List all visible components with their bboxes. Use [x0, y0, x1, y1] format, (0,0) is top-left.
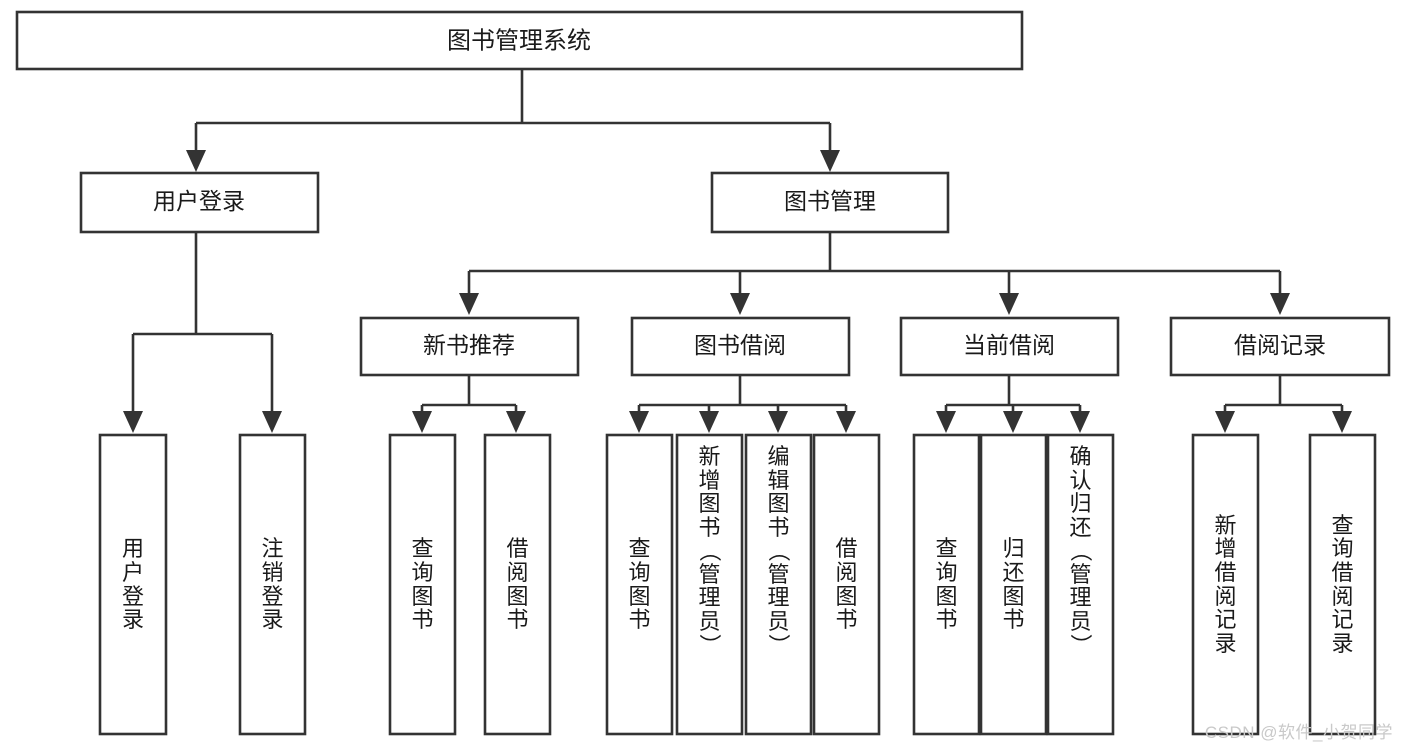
- leaf-logout-login[interactable]: [238, 433, 307, 736]
- node-book-management-label: 图书管理: [784, 188, 876, 214]
- node-new-book-recommend-label: 新书推荐: [423, 332, 515, 358]
- leaf-edit-book-admin[interactable]: [744, 433, 813, 736]
- leaf-return-book[interactable]: [979, 433, 1048, 736]
- node-user-login-label: 用户登录: [153, 188, 245, 214]
- node-book-borrow-label: 图书借阅: [694, 332, 786, 358]
- node-new-book-recommend[interactable]: [359, 316, 580, 377]
- node-book-management[interactable]: [710, 171, 950, 234]
- connector-root-to-level2: [194, 69, 832, 154]
- node-borrow-record-label: 借阅记录: [1234, 332, 1326, 358]
- connector-user-login-to-leaves: [123, 232, 282, 433]
- arrow-to-user-login: [186, 150, 206, 172]
- node-user-login[interactable]: [79, 171, 320, 234]
- connector-book-borrow-to-leaves: [629, 375, 856, 433]
- leaf-query-book-current[interactable]: [912, 433, 981, 736]
- connector-book-management-to-level3: [459, 232, 1290, 315]
- node-root[interactable]: [15, 10, 1024, 71]
- leaf-add-book-admin[interactable]: [675, 433, 744, 736]
- node-current-borrow-label: 当前借阅: [963, 332, 1055, 358]
- node-current-borrow[interactable]: [899, 316, 1120, 377]
- arrow-to-book-management: [820, 150, 840, 172]
- leaf-query-book-borrow[interactable]: [605, 433, 674, 736]
- node-book-borrow[interactable]: [630, 316, 851, 377]
- connector-new-book-to-leaves: [412, 375, 526, 433]
- node-root-label: 图书管理系统: [447, 27, 591, 54]
- leaf-borrow-book-borrow[interactable]: [812, 433, 881, 736]
- node-borrow-record[interactable]: [1169, 316, 1391, 377]
- connector-borrow-record-to-leaves: [1215, 375, 1352, 433]
- leaf-query-book-new[interactable]: [388, 433, 457, 736]
- leaf-user-login[interactable]: [98, 433, 168, 736]
- connector-current-borrow-to-leaves: [936, 375, 1090, 433]
- leaf-query-borrow-record[interactable]: [1308, 433, 1377, 736]
- watermark: CSDN @软件_小贺同学: [1204, 723, 1393, 742]
- leaf-confirm-return-admin[interactable]: [1046, 433, 1115, 736]
- leaf-borrow-book-new[interactable]: [483, 433, 552, 736]
- leaf-add-borrow-record[interactable]: [1191, 433, 1260, 736]
